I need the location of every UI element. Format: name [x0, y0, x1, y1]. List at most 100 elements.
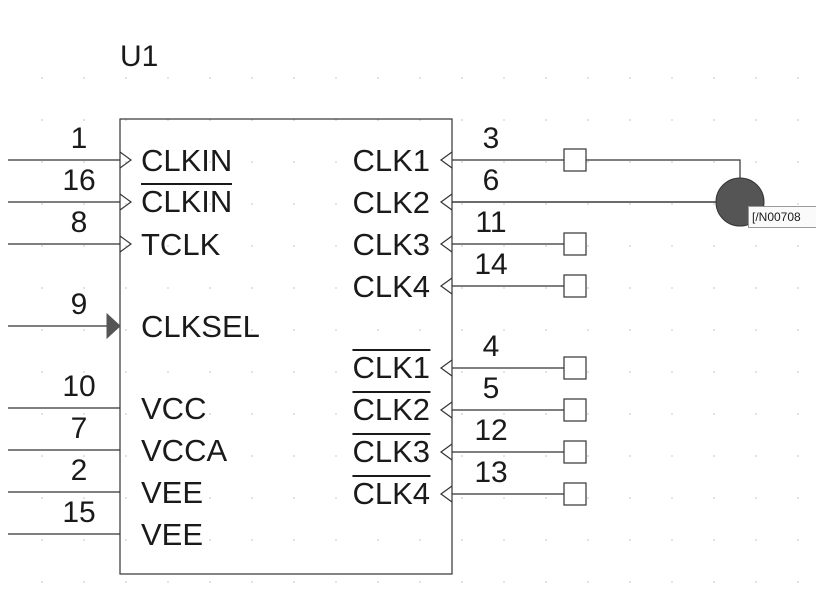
pin-number-16: 16: [62, 164, 96, 197]
grid-dot: [629, 539, 631, 541]
grid-dot: [797, 161, 799, 163]
grid-dot: [125, 161, 127, 163]
pin-number-11: 11: [475, 206, 507, 239]
grid-dot: [713, 245, 715, 247]
pin-label-vcca: VCCA: [141, 433, 228, 468]
grid-dot: [461, 581, 463, 583]
grid-dot: [671, 371, 673, 373]
grid-dot: [545, 329, 547, 331]
grid-dot: [251, 413, 253, 415]
grid-dot: [503, 161, 505, 163]
pin-end-box-11[interactable]: [563, 232, 587, 256]
pin-end-box-14[interactable]: [563, 274, 587, 298]
grid-dot: [503, 287, 505, 289]
grid-dot: [251, 77, 253, 79]
grid-dot: [125, 287, 127, 289]
grid-dot: [461, 329, 463, 331]
grid-dot: [503, 455, 505, 457]
grid-dot: [797, 413, 799, 415]
grid-dot: [755, 539, 757, 541]
grid-dot: [629, 119, 631, 121]
pin-number-10: 10: [62, 370, 96, 403]
grid-dot: [209, 203, 211, 205]
grid-dot: [713, 119, 715, 121]
pin-label-clk2-bar: CLK2: [352, 391, 430, 427]
grid-dot: [251, 497, 253, 499]
grid-dot: [419, 497, 421, 499]
grid-dot: [713, 581, 715, 583]
grid-dot: [671, 329, 673, 331]
grid-dot: [587, 287, 589, 289]
grid-dot: [503, 371, 505, 373]
grid-dot: [209, 581, 211, 583]
grid-dot: [713, 497, 715, 499]
output-marker: [439, 359, 453, 377]
grid-dot: [125, 539, 127, 541]
grid-dot: [419, 245, 421, 247]
grid-dot: [461, 371, 463, 373]
grid-dot: [125, 329, 127, 331]
grid-dot: [755, 245, 757, 247]
grid-dot: [503, 539, 505, 541]
pin-label-clkin: CLKIN: [141, 143, 233, 178]
grid-dot: [251, 539, 253, 541]
grid-dot: [755, 329, 757, 331]
grid-dot: [41, 539, 43, 541]
pin-label-vee: VEE: [141, 475, 204, 510]
grid-dot: [293, 245, 295, 247]
grid-dot: [251, 371, 253, 373]
grid-dot: [629, 497, 631, 499]
grid-dot: [335, 539, 337, 541]
grid-dot: [671, 455, 673, 457]
grid-dot: [125, 203, 127, 205]
grid-dot: [293, 329, 295, 331]
grid-dot: [629, 413, 631, 415]
grid-dot: [41, 329, 43, 331]
grid-dot: [209, 329, 211, 331]
pin-end-box-12[interactable]: [563, 440, 587, 464]
grid-dot: [587, 245, 589, 247]
grid-dot: [41, 77, 43, 79]
grid-dot: [419, 161, 421, 163]
grid-dot: [125, 497, 127, 499]
component-body[interactable]: [119, 118, 453, 575]
grid-dot: [461, 77, 463, 79]
pin-label-clk3-bar: CLK3: [352, 433, 430, 469]
grid-dot: [713, 455, 715, 457]
grid-dot: [545, 77, 547, 79]
grid-dot: [293, 539, 295, 541]
grid-dot: [545, 203, 547, 205]
grid-dot: [335, 77, 337, 79]
grid-dot: [167, 287, 169, 289]
pin-label-vee: VEE: [141, 517, 204, 552]
grid-dot: [713, 539, 715, 541]
grid-dot: [713, 77, 715, 79]
pin-label-clksel: CLKSEL: [141, 309, 260, 344]
grid-dot: [83, 581, 85, 583]
pin-end-box-13[interactable]: [563, 482, 587, 506]
grid-dot: [797, 497, 799, 499]
grid-dot: [377, 497, 379, 499]
component-refdes[interactable]: U1: [120, 40, 159, 73]
grid-dot: [671, 413, 673, 415]
grid-dot: [335, 329, 337, 331]
grid-dot: [167, 497, 169, 499]
grid-dot: [377, 581, 379, 583]
grid-dot: [293, 455, 295, 457]
pin-end-box-5[interactable]: [563, 398, 587, 422]
grid-dot: [251, 329, 253, 331]
grid-dot: [209, 245, 211, 247]
grid-dot: [335, 203, 337, 205]
grid-dot: [293, 161, 295, 163]
pin-number-15: 15: [62, 496, 96, 529]
pin-end-box-4[interactable]: [563, 356, 587, 380]
grid-dot: [209, 287, 211, 289]
grid-dot: [209, 371, 211, 373]
grid-dot: [713, 371, 715, 373]
net-label[interactable]: [/N00708: [748, 206, 816, 228]
grid-dot: [41, 413, 43, 415]
grid-dot: [209, 497, 211, 499]
grid-dot: [41, 455, 43, 457]
pin-end-box-3[interactable]: [563, 148, 587, 172]
